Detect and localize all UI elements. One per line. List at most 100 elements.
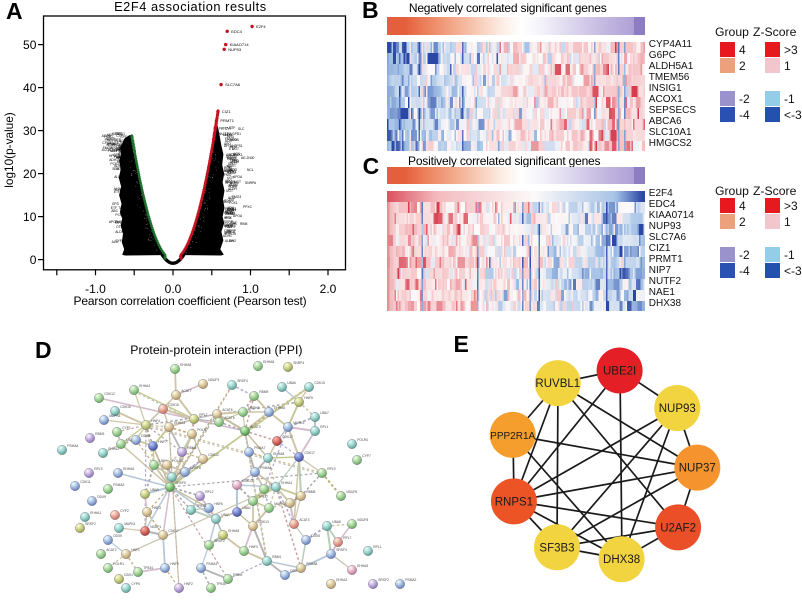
svg-text:SLC: SLC (226, 155, 233, 159)
svg-text:DDX9: DDX9 (141, 434, 150, 438)
svg-text:HAO: HAO (225, 225, 233, 229)
svg-text:CYP: CYP (225, 127, 233, 131)
svg-text:UGT: UGT (227, 176, 234, 180)
svg-text:APOA: APOA (233, 214, 243, 218)
svg-text:OTC: OTC (115, 132, 123, 136)
svg-text:HPD: HPD (227, 135, 235, 139)
svg-text:SLC: SLC (223, 200, 230, 204)
svg-text:DDX9: DDX9 (97, 495, 106, 499)
svg-text:HPD: HPD (225, 133, 233, 137)
svg-text:EHHA3: EHHA3 (174, 421, 185, 425)
svg-text:CYP: CYP (231, 161, 239, 165)
svg-text:MAPK3: MAPK3 (293, 421, 304, 425)
svg-text:MAPK8: MAPK8 (248, 406, 259, 410)
svg-text:AGXT: AGXT (227, 164, 236, 168)
svg-text:HNF9: HNF9 (170, 562, 179, 566)
svg-text:PSMA2: PSMA2 (405, 578, 416, 582)
svg-text:DHX38: DHX38 (603, 554, 640, 566)
svg-text:KIAAO714: KIAAO714 (230, 42, 250, 47)
svg-text:PCK1: PCK1 (118, 158, 127, 162)
svg-text:U2AF2: U2AF2 (660, 522, 696, 534)
svg-text:EHHA4: EHHA4 (139, 384, 150, 388)
svg-text:ALD: ALD (114, 187, 121, 191)
svg-text:EHHA8: EHHA8 (273, 452, 284, 456)
svg-text:ALDH: ALDH (224, 169, 233, 173)
svg-text:UBE2I: UBE2I (603, 366, 636, 378)
svg-text:UBA5: UBA5 (221, 513, 230, 517)
svg-text:TP538: TP538 (196, 504, 206, 508)
svg-text:HNF2: HNF2 (184, 582, 193, 586)
svg-text:HNF7: HNF7 (158, 440, 167, 444)
svg-text:RBM: RBM (240, 222, 248, 226)
svg-text:MAPK4: MAPK4 (124, 522, 135, 526)
svg-text:NDUF1: NDUF1 (150, 525, 161, 529)
svg-text:SRSF8: SRSF8 (190, 466, 201, 470)
svg-text:PCK1: PCK1 (228, 170, 237, 174)
svg-text:RNPS1: RNPS1 (495, 496, 533, 508)
svg-text:CYP: CYP (115, 188, 123, 192)
svg-text:E2F4: E2F4 (256, 24, 266, 29)
svg-text:ADH: ADH (118, 152, 126, 156)
svg-text:PCK1: PCK1 (115, 213, 124, 217)
svg-text:ACAT6: ACAT6 (222, 408, 233, 412)
svg-text:TAT: TAT (229, 198, 235, 202)
svg-text:RBM9: RBM9 (259, 390, 268, 394)
svg-text:ABCA: ABCA (226, 230, 236, 234)
svg-text:CYP: CYP (116, 134, 124, 138)
svg-text:PCK1: PCK1 (224, 166, 233, 170)
svg-text:SRSF5: SRSF5 (175, 481, 186, 485)
svg-text:POLR4: POLR4 (357, 438, 368, 442)
svg-text:RBM8: RBM8 (187, 446, 196, 450)
svg-text:AGXT: AGXT (225, 210, 234, 214)
svg-text:PCK: PCK (229, 168, 237, 172)
svg-text:UGT: UGT (226, 189, 233, 193)
svg-text:EHHA8: EHHA8 (180, 363, 191, 367)
svg-text:ACAT6: ACAT6 (224, 416, 235, 420)
svg-text:PSMA1: PSMA1 (206, 562, 217, 566)
svg-text:ACOX: ACOX (119, 143, 129, 147)
svg-text:CDK17: CDK17 (304, 451, 315, 455)
svg-text:ABCA: ABCA (225, 212, 235, 216)
svg-text:ALDH: ALDH (228, 187, 237, 191)
svg-text:AGX: AGX (228, 196, 236, 200)
svg-text:CDK15: CDK15 (314, 381, 325, 385)
svg-text:GPD1: GPD1 (116, 132, 125, 136)
svg-text:CDK13: CDK13 (258, 520, 269, 524)
svg-text:NDUF3: NDUF3 (208, 378, 219, 382)
svg-text:POLR7: POLR7 (197, 428, 208, 432)
svg-text:HAO2: HAO2 (227, 157, 236, 161)
svg-text:CDK17: CDK17 (168, 529, 179, 533)
svg-text:APO: APO (224, 142, 231, 146)
svg-text:AGXT: AGXT (226, 223, 235, 227)
svg-text:RBM1: RBM1 (272, 555, 281, 559)
svg-text:ETFD: ETFD (116, 148, 125, 152)
svg-text:SER: SER (227, 156, 234, 160)
svg-text:UGT: UGT (116, 167, 123, 171)
svg-text:ABC: ABC (111, 209, 118, 213)
svg-text:CYP: CYP (224, 168, 232, 172)
svg-text:GPD1: GPD1 (232, 132, 241, 136)
svg-text:SNRP4: SNRP4 (293, 361, 304, 365)
svg-text:PSMA5: PSMA5 (260, 466, 271, 470)
svg-text:ETF: ETF (229, 126, 235, 130)
svg-text:OTC: OTC (116, 225, 124, 229)
svg-text:FMO: FMO (105, 138, 113, 142)
svg-text:ALD: ALD (112, 240, 119, 244)
svg-text:PSMA8: PSMA8 (306, 562, 317, 566)
svg-text:PCK1: PCK1 (104, 135, 113, 139)
svg-text:SRSF3: SRSF3 (336, 548, 347, 552)
svg-text:RUVBL1: RUVBL1 (535, 378, 580, 390)
svg-text:EHHA6: EHHA6 (123, 467, 134, 471)
svg-text:GPD: GPD (112, 202, 120, 206)
svg-text:NUP37: NUP37 (679, 463, 716, 475)
svg-text:EHHA1: EHHA1 (90, 511, 101, 515)
svg-text:CDK11: CDK11 (80, 480, 91, 484)
svg-text:HNF3: HNF3 (152, 506, 161, 510)
svg-text:AGX: AGX (233, 152, 241, 156)
svg-text:CYP: CYP (227, 170, 235, 174)
svg-text:PPP2R1A: PPP2R1A (490, 431, 535, 442)
svg-text:PCK1: PCK1 (110, 162, 119, 166)
svg-text:HNF5: HNF5 (304, 396, 313, 400)
svg-text:SRSF2: SRSF2 (378, 578, 389, 582)
svg-text:EHHA6: EHHA6 (274, 406, 285, 410)
